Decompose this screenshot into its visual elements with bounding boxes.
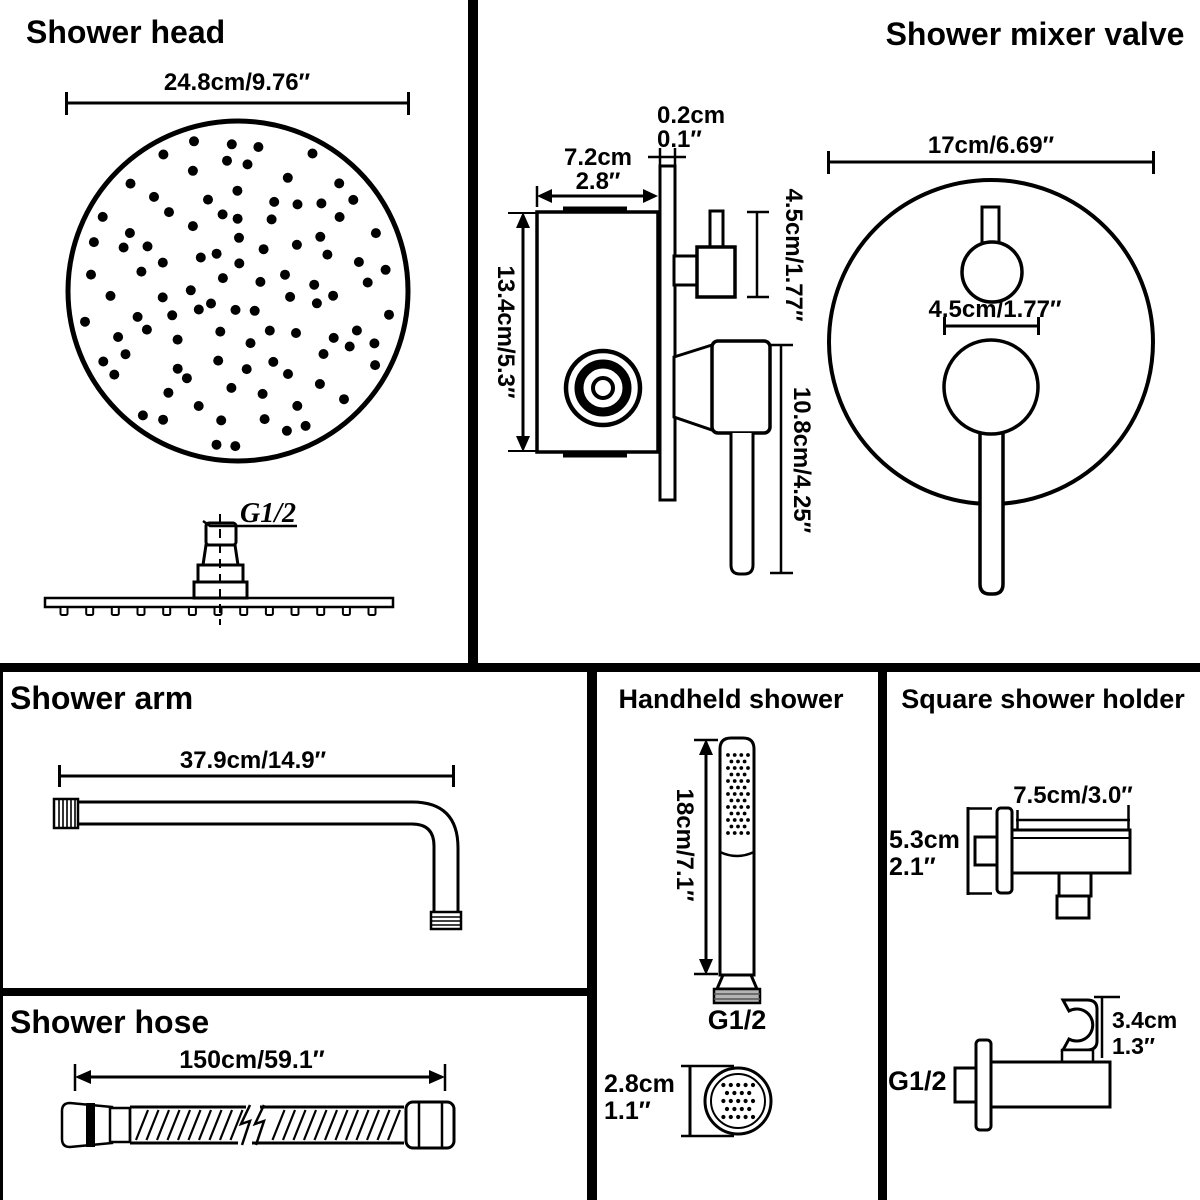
holder-height-in: 2.1″ bbox=[889, 853, 936, 881]
hose-break-mark bbox=[238, 1104, 252, 1146]
holder2-wall-flange bbox=[974, 1038, 993, 1132]
diverter-knob bbox=[695, 245, 737, 299]
arm-outer-wall bbox=[78, 800, 460, 912]
handheld-diameter-cm: 2.8cm bbox=[604, 1070, 675, 1098]
shower-head-face bbox=[65, 118, 411, 464]
divider-vertical-left bbox=[587, 663, 597, 1200]
mixer-valve-title: Shower mixer valve bbox=[885, 16, 1185, 52]
shower-head-thread-label: G1/2 bbox=[240, 498, 296, 529]
holder-clip-cm: 3.4cm bbox=[1112, 1007, 1178, 1033]
divider-horizontal-main bbox=[0, 663, 1200, 672]
valve-wall-plate bbox=[658, 164, 677, 502]
divider-vertical-top bbox=[468, 0, 478, 667]
lever-front-stem bbox=[978, 420, 1005, 596]
arm-wall-thread bbox=[52, 797, 80, 830]
holder-outlet bbox=[1055, 894, 1091, 920]
handheld-thread-label: G1/2 bbox=[707, 1005, 767, 1035]
shower-arm-title: Shower arm bbox=[10, 680, 194, 716]
square-holder-title: Square shower holder bbox=[901, 684, 1185, 714]
body-width-in: 2.8″ bbox=[575, 168, 621, 195]
shower-hose-drawing bbox=[60, 1064, 456, 1150]
wand-face-dots bbox=[721, 1082, 756, 1120]
shower-head-title: Shower head bbox=[26, 14, 226, 50]
lever-knob-front bbox=[942, 338, 1040, 436]
holder-body bbox=[1010, 828, 1132, 875]
holder-width-dim: 7.5cm/3.0″ bbox=[1013, 782, 1133, 809]
shower-head-width-dim: 24.8cm/9.76″ bbox=[163, 69, 311, 96]
hose-ribs bbox=[134, 1109, 402, 1141]
wand-thread-nut bbox=[712, 987, 762, 1005]
body-height-dim: 13.4cm/5.3″ bbox=[491, 265, 519, 399]
shower-hose-length-dim: 150cm/59.1″ bbox=[179, 1046, 325, 1074]
lever-handle-stem bbox=[729, 433, 755, 576]
divider-arm-hose bbox=[0, 988, 587, 996]
plate-thickness-cm: 0.2cm bbox=[657, 102, 726, 129]
body-width-cm: 7.2cm bbox=[563, 144, 633, 171]
holder-clip-in: 1.3″ bbox=[1112, 1033, 1155, 1059]
handheld-diameter-in: 1.1″ bbox=[604, 1097, 651, 1125]
shower-arm-length-dim: 37.9cm/14.9″ bbox=[179, 747, 327, 774]
diverter-knob-front bbox=[960, 240, 1024, 304]
mixer-valve-front-view bbox=[827, 151, 1155, 596]
plate-diameter-dim: 17cm/6.69″ bbox=[927, 132, 1055, 159]
arm-inner-wall bbox=[78, 822, 436, 912]
mixer-valve-side-view bbox=[508, 148, 793, 576]
square-holder-drawing bbox=[953, 805, 1132, 1132]
side-view-nozzles bbox=[59, 606, 377, 616]
holder-height-cm: 5.3cm bbox=[889, 826, 960, 854]
diverter-dim: 4.5cm/1.77″ bbox=[779, 188, 807, 322]
holder-clip bbox=[1060, 998, 1099, 1052]
holder-wall-flange bbox=[995, 806, 1014, 895]
handheld-length-dim: 18cm/7.1″ bbox=[670, 788, 698, 902]
shower-head-drawing bbox=[43, 92, 411, 625]
plate-thickness-in: 0.1″ bbox=[657, 126, 702, 153]
knob-spacing-dim: 4.5cm/1.77″ bbox=[928, 296, 1062, 323]
lever-handle-body bbox=[710, 339, 772, 435]
left-edge-line bbox=[0, 672, 3, 1200]
shower-arm-drawing bbox=[52, 765, 463, 931]
g12-leader-line bbox=[202, 519, 297, 528]
holder-thread-label: G1/2 bbox=[888, 1066, 947, 1096]
handheld-title: Handheld shower bbox=[618, 684, 844, 714]
hose-hex-nut bbox=[404, 1100, 456, 1150]
spray-nozzle-dots bbox=[80, 136, 394, 452]
holder2-body bbox=[989, 1060, 1112, 1109]
divider-vertical-right bbox=[878, 663, 887, 1200]
handheld-shower-drawing bbox=[681, 736, 773, 1138]
wand-spray-dots bbox=[726, 753, 750, 835]
shower-hose-title: Shower hose bbox=[10, 1004, 210, 1040]
handle-dim: 10.8cm/4.25″ bbox=[787, 386, 815, 534]
